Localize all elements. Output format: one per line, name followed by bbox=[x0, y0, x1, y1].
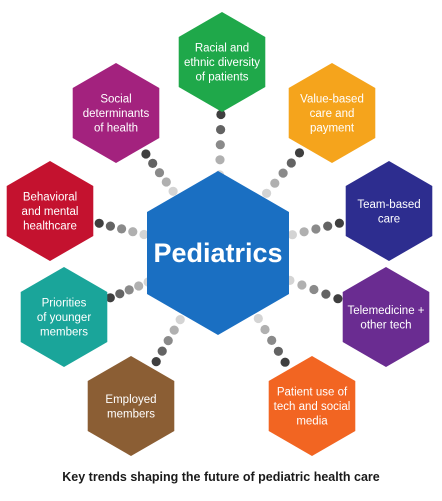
trend-label-line: Telemedicine + bbox=[347, 305, 424, 317]
connector-dot-diversity bbox=[216, 125, 226, 135]
connector-dot-team bbox=[299, 227, 309, 237]
connector-dot-employed bbox=[157, 346, 167, 356]
connector-dot-social bbox=[161, 177, 171, 187]
trend-label-line: care and bbox=[310, 108, 355, 120]
trend-hexagon-shape bbox=[345, 161, 433, 261]
trend-hexagon-shape bbox=[20, 267, 108, 367]
connector-dot-behavioral bbox=[105, 221, 115, 231]
trend-label-line: members bbox=[40, 327, 88, 339]
center-hexagon: Pediatrics bbox=[147, 171, 289, 335]
connector-dot-employed bbox=[169, 325, 179, 335]
connector-dot-team bbox=[287, 230, 297, 240]
trend-label-line: Team-based bbox=[357, 199, 420, 211]
trend-label-line: Value-based bbox=[300, 94, 364, 106]
connector-dot-behavioral bbox=[117, 224, 127, 234]
connector-dot-diversity bbox=[215, 155, 225, 165]
trend-label-line: Priorities bbox=[42, 298, 87, 310]
trend-hexagon-behavioral: Behavioral and mental healthcare bbox=[6, 161, 94, 261]
trend-hexagon-shape bbox=[6, 161, 94, 261]
connector-dot-value bbox=[286, 158, 296, 168]
trend-label-line: healthcare bbox=[23, 221, 77, 233]
trend-label-line: and mental bbox=[22, 206, 79, 218]
trend-label-line: of health bbox=[94, 123, 138, 135]
trend-hexagon-social: Social determinants of health bbox=[72, 63, 160, 163]
trend-hexagon-telemedicine: Telemedicine + other tech bbox=[342, 267, 430, 367]
connector-dot-employed bbox=[163, 336, 173, 346]
connector-dot-social bbox=[141, 149, 151, 159]
trend-label-line: members bbox=[107, 408, 155, 420]
connector-dot-social bbox=[154, 168, 165, 178]
connector-dot-behavioral bbox=[128, 227, 138, 237]
connector-dot-telemedicine bbox=[309, 284, 319, 295]
trend-hexagon-value: Value-based care and payment bbox=[288, 63, 376, 163]
connector-dot-priorities bbox=[105, 293, 115, 303]
hexagons: Pediatrics Racial and ethnic diversity of p… bbox=[6, 12, 433, 456]
trend-hexagon-team: Team-based care bbox=[345, 161, 433, 261]
connector-dot-employed bbox=[151, 357, 161, 367]
connector-dot-team bbox=[323, 221, 333, 231]
connector-dot-patient-tech bbox=[267, 335, 277, 345]
center-label: Pediatrics bbox=[153, 238, 282, 268]
trend-label-line: care bbox=[378, 213, 400, 225]
trend-label-line: Patient use of bbox=[277, 387, 348, 399]
trend-hexagon-shape bbox=[72, 63, 160, 163]
connector-dot-patient-tech bbox=[280, 357, 290, 367]
connector-dot-diversity bbox=[216, 109, 226, 120]
connector-dot-behavioral bbox=[139, 229, 149, 240]
connector-dot-telemedicine bbox=[321, 289, 331, 299]
connector-dot-team bbox=[334, 218, 344, 228]
connector-dot-value bbox=[262, 188, 272, 198]
trend-hexagon-diversity: Racial and ethnic diversity of patients bbox=[178, 12, 266, 112]
trend-hexagon-shape bbox=[178, 12, 266, 112]
connector-dot-social bbox=[168, 186, 178, 196]
connector-dot-value bbox=[278, 168, 288, 178]
trend-label-line: ethnic diversity bbox=[184, 57, 260, 69]
trend-label-line: determinants bbox=[83, 108, 150, 120]
connector-dot-social bbox=[148, 158, 158, 168]
trend-label-line: of younger bbox=[37, 312, 92, 324]
trend-label-line: Social bbox=[100, 94, 131, 106]
trend-label-line: of patients bbox=[195, 72, 248, 84]
connector-dot-value bbox=[294, 148, 305, 158]
trend-hexagon-shape bbox=[288, 63, 376, 163]
trend-hexagon-shape bbox=[342, 267, 430, 367]
trend-label-line: payment bbox=[310, 123, 355, 135]
caption: Key trends shaping the future of pediatr… bbox=[62, 470, 380, 484]
center-hexagon-shape bbox=[147, 171, 289, 335]
connector-dot-value bbox=[270, 178, 280, 188]
connector-dot-telemedicine bbox=[297, 280, 307, 290]
trend-label-line: Employed bbox=[105, 394, 156, 406]
trend-label-line: Racial and bbox=[195, 43, 249, 55]
connector-dot-patient-tech bbox=[253, 313, 263, 324]
connectors bbox=[94, 109, 344, 367]
trend-label-line: other tech bbox=[360, 319, 411, 331]
trend-label-line: Behavioral bbox=[23, 192, 77, 204]
connector-dot-telemedicine bbox=[333, 294, 343, 304]
connector-dot-patient-tech bbox=[260, 324, 270, 335]
trend-hexagon-shape bbox=[268, 356, 356, 456]
trend-hexagon-patient-tech: Patient use of tech and social media bbox=[268, 356, 356, 456]
trend-label-line: media bbox=[296, 416, 328, 428]
trend-hexagon-employed: Employed members bbox=[87, 356, 175, 456]
trend-label-line: tech and social bbox=[274, 401, 351, 413]
connector-dot-team bbox=[311, 224, 321, 234]
connector-dot-priorities bbox=[134, 281, 144, 291]
connector-dot-priorities bbox=[124, 285, 134, 295]
connector-dot-employed bbox=[175, 315, 185, 325]
connector-dot-behavioral bbox=[94, 218, 104, 228]
connector-dot-diversity bbox=[215, 140, 225, 150]
connector-dot-priorities bbox=[115, 289, 125, 299]
connector-dot-patient-tech bbox=[273, 346, 283, 356]
trend-hexagon-priorities: Priorities of younger members bbox=[20, 267, 108, 367]
trend-hexagon-shape bbox=[87, 356, 175, 456]
